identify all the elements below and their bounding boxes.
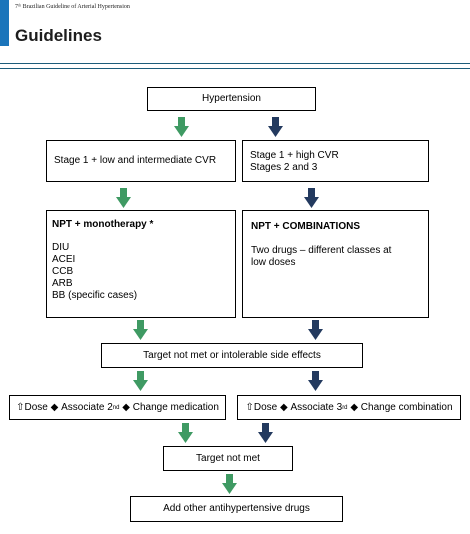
box-stage1-low-cvr: Stage 1 + low and intermediate CVR [46, 140, 236, 182]
drug-item: DIU [52, 242, 70, 253]
arrow-down-icon [258, 423, 273, 443]
change-label: Change medication [132, 401, 219, 413]
desc-line: Two drugs – different classes at [251, 245, 392, 256]
drug-item: ACEI [52, 254, 76, 265]
box-monotherapy: NPT + monotherapy * DIU ACEI CCB ARB BB … [46, 210, 236, 318]
change-label: Change combination [360, 401, 453, 413]
arrow-down-icon [222, 474, 237, 494]
arrow-down-icon [133, 371, 148, 391]
arrow-down-icon [116, 188, 131, 208]
box-target-not-met: Target not met [163, 446, 293, 471]
diamond-icon: ◆ [350, 401, 359, 413]
associate-label: Associate 3 [290, 401, 343, 413]
condition-line: Stages 2 and 3 [250, 162, 318, 173]
diamond-icon: ◆ [280, 401, 288, 413]
treatment-title: NPT + monotherapy * [52, 219, 154, 230]
arrow-down-icon [174, 117, 189, 137]
condition-line: Stage 1 + high CVR [250, 150, 339, 161]
drug-item: BB (specific cases) [52, 290, 138, 301]
arrow-down-icon [268, 117, 283, 137]
arrow-down-icon [308, 320, 323, 340]
condition-text: Stage 1 + low and intermediate CVR [54, 155, 217, 166]
drug-item: ARB [52, 278, 73, 289]
arrow-down-icon [133, 320, 148, 340]
box-hypertension: Hypertension [147, 87, 316, 111]
header-rule-top [0, 63, 470, 64]
desc-line: low doses [251, 257, 296, 268]
accent-bar [0, 0, 9, 46]
combination-desc: Two drugs – different classes at low dos… [251, 245, 428, 269]
up-arrow-icon: ⇧ [16, 401, 25, 413]
box-stage1-high-cvr: Stage 1 + high CVR Stages 2 and 3 [242, 140, 429, 182]
arrow-down-icon [178, 423, 193, 443]
box-add-other-drugs: Add other antihypertensive drugs [130, 496, 343, 522]
arrow-down-icon [308, 371, 323, 391]
associate-label: Associate 2 [61, 401, 113, 413]
dose-label: Dose [253, 401, 278, 413]
dose-label: Dose [24, 401, 48, 413]
drug-list: DIU ACEI CCB ARB BB (specific cases) [52, 242, 235, 302]
header-rule-bottom [0, 68, 470, 69]
section-title: Guidelines [15, 26, 102, 45]
treatment-title: NPT + COMBINATIONS [251, 221, 360, 232]
running-head: 7ᵗʰ Brazilian Guideline of Arterial Hype… [15, 4, 130, 10]
diamond-icon: ◆ [122, 401, 130, 413]
diamond-icon: ◆ [50, 401, 59, 413]
box-target-not-met-side-effects: Target not met or intolerable side effec… [101, 343, 363, 368]
box-combinations: NPT + COMBINATIONS Two drugs – different… [242, 210, 429, 318]
up-arrow-icon: ⇧ [245, 401, 254, 413]
arrow-down-icon [304, 188, 319, 208]
drug-item: CCB [52, 266, 74, 277]
